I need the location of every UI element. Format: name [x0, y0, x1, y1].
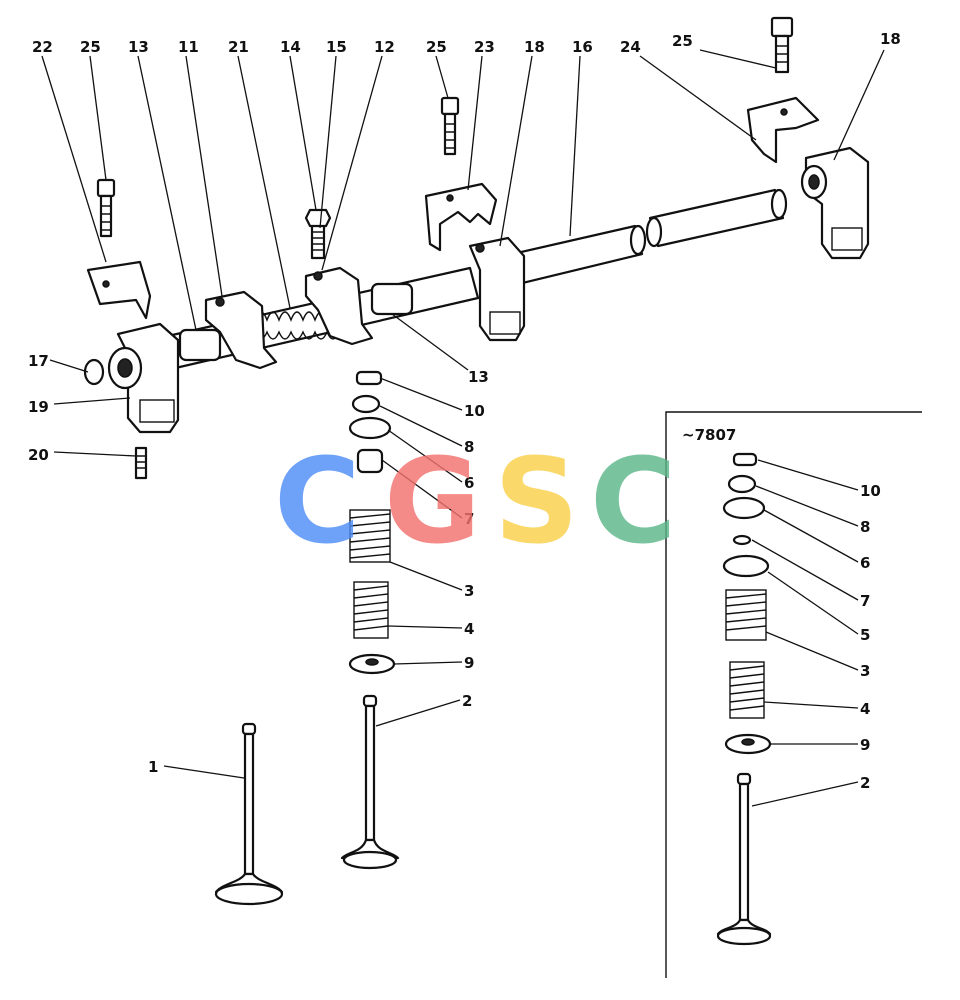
valve-components-main [214, 370, 400, 906]
watermark-letter-c2: C [590, 432, 677, 570]
shaft-bracket-18-right [804, 146, 870, 260]
inset-valve-cotter-8 [727, 474, 757, 494]
inset-label-5: 5 [860, 626, 870, 644]
shaft-bracket-22 [86, 260, 152, 320]
label-15: 15 [326, 38, 347, 56]
rocker-arm-11 [204, 290, 278, 370]
inset-label-7: 7 [860, 592, 870, 610]
lock-nut-14 [304, 208, 332, 228]
plug-17 [83, 358, 105, 386]
bolt-25-left [96, 178, 116, 238]
shaft-bracket-18-mid [468, 236, 526, 342]
valve-1 [214, 722, 284, 906]
label-13-bottom: 13 [468, 368, 489, 386]
watermark-letter-g: G [384, 432, 481, 570]
label-25-right: 25 [672, 32, 693, 50]
inset-label-3: 3 [860, 662, 870, 680]
label-22: 22 [32, 38, 53, 56]
label-23: 23 [474, 38, 495, 56]
label-3: 3 [464, 582, 474, 600]
label-7: 7 [464, 510, 474, 528]
rocker-shaft-end [648, 188, 785, 248]
spacer-collar-left [178, 328, 222, 362]
inset-label-4: 4 [860, 700, 870, 718]
inset-label-9: 9 [860, 736, 870, 754]
inset-inner-spring-4 [729, 661, 765, 719]
label-24: 24 [620, 38, 641, 56]
stud-20 [134, 446, 148, 480]
label-2: 2 [462, 692, 472, 710]
label-10: 10 [464, 402, 485, 420]
cgsc-watermark: C G S C [274, 432, 677, 570]
part-labels: 22 25 13 11 21 14 15 12 25 23 18 16 24 2… [28, 30, 901, 792]
inset-valve-cap-10 [732, 452, 758, 467]
label-11: 11 [178, 38, 199, 56]
label-13-top: 13 [128, 38, 149, 56]
inset-stem-seal-7 [732, 534, 752, 546]
spring-retainer-6 [348, 416, 392, 440]
bolt-25-right [770, 16, 794, 74]
label-17: 17 [28, 352, 49, 370]
inset-spring-retainer-6 [722, 496, 766, 520]
label-12: 12 [374, 38, 395, 56]
inset-label-2: 2 [860, 774, 870, 792]
watermark-letter-s: S [494, 432, 579, 570]
inset-label-10: 10 [860, 482, 881, 500]
label-1: 1 [148, 758, 158, 776]
label-20: 20 [28, 446, 49, 464]
adjusting-screw-15 [310, 222, 326, 260]
label-14: 14 [280, 38, 301, 56]
label-25-left: 25 [80, 38, 101, 56]
shaft-bracket-23 [424, 182, 498, 252]
inset-label-6: 6 [860, 554, 870, 572]
inset-label-8: 8 [860, 518, 870, 536]
label-21: 21 [228, 38, 249, 56]
label-4: 4 [464, 620, 474, 638]
inset-valve-2 [716, 772, 772, 946]
valve-cotter-8 [351, 394, 381, 414]
label-18-middle: 18 [524, 38, 545, 56]
label-6: 6 [464, 474, 474, 492]
inset-outer-spring-3 [725, 589, 767, 641]
valve-2 [340, 694, 400, 870]
bolt-25-middle [440, 96, 460, 156]
valve-stem-seal-7 [356, 448, 384, 474]
inset-seal-5 [722, 554, 770, 578]
inset-border [665, 411, 922, 978]
spacer-collar-right [370, 282, 414, 316]
watermark-letter-c1: C [274, 432, 361, 570]
shaft-bracket-24 [746, 96, 820, 164]
label-19: 19 [28, 398, 49, 416]
outer-valve-spring-3 [349, 509, 391, 563]
label-9: 9 [464, 654, 474, 672]
rocker-arm-12 [304, 266, 374, 346]
label-16: 16 [572, 38, 593, 56]
label-18-right: 18 [880, 30, 901, 48]
leader-lines [41, 49, 885, 807]
label-25-middle: 25 [426, 38, 447, 56]
valve-cap-10 [355, 370, 383, 386]
inset-caption: ~7807 [682, 426, 736, 444]
label-8: 8 [464, 438, 474, 456]
inner-valve-spring-4 [353, 581, 389, 639]
inset-panel: ~7807 [665, 411, 922, 978]
